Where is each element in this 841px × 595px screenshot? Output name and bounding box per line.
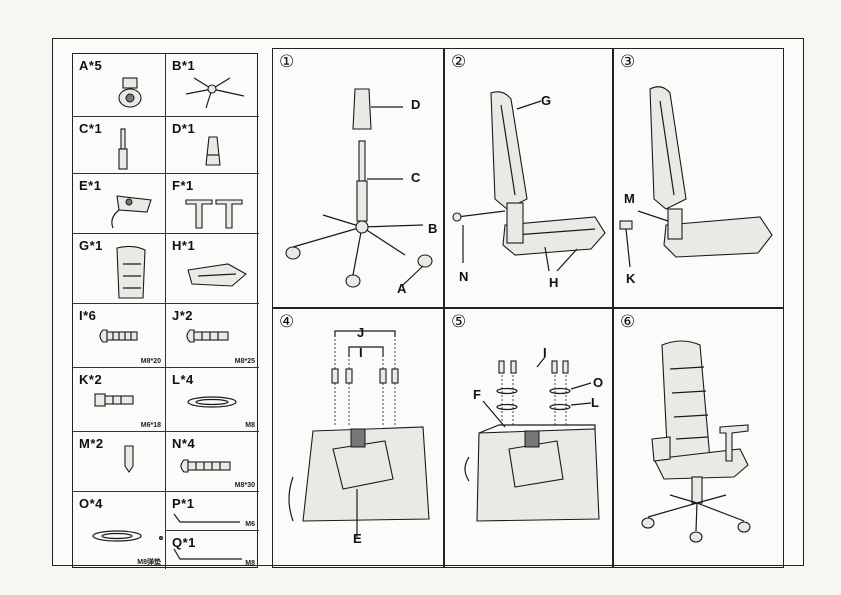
step-2-number: ② — [451, 52, 467, 72]
part-d-label: D*1 — [172, 121, 196, 136]
part-h-label: H*1 — [172, 238, 196, 253]
callout-o: O — [593, 375, 604, 390]
seat-icon — [187, 263, 247, 287]
mechanism-assembly-illustration — [288, 330, 430, 537]
part-a-label: A*5 — [79, 58, 103, 73]
callout-d: D — [411, 97, 421, 112]
allen-key-icon — [173, 513, 240, 523]
part-g: G*1 — [73, 234, 166, 304]
cover-cap-illustration — [619, 86, 773, 268]
callout-h: H — [549, 275, 559, 290]
callout-n: N — [459, 269, 469, 284]
callout-e: E — [353, 531, 362, 546]
callout-g: G — [541, 93, 552, 108]
part-m: M*2 — [73, 432, 166, 492]
part-c-label: C*1 — [79, 121, 103, 136]
callout-j: J — [357, 325, 365, 340]
step-4-number: ④ — [279, 312, 295, 332]
callout-i: I — [359, 345, 363, 360]
part-e-label: E*1 — [79, 178, 102, 193]
part-b-label: B*1 — [172, 58, 196, 73]
gas-lift-icon — [118, 128, 128, 170]
step-2-panel: ② G N H — [444, 48, 613, 308]
part-j: J*2 M8*25 — [166, 304, 259, 368]
part-p-spec: M6 — [245, 521, 255, 528]
lift-cover-icon — [205, 136, 221, 166]
tilt-mechanism-icon — [111, 195, 152, 229]
finished-chair-illustration — [641, 340, 751, 543]
flat-washer-icon — [187, 396, 237, 408]
parts-list: A*5 B*1 C*1 D*1 E*1 — [72, 53, 259, 569]
step-1-number: ① — [279, 52, 295, 72]
bolt-icon — [99, 329, 138, 343]
step-3-number: ③ — [620, 52, 636, 72]
part-e: E*1 — [73, 174, 166, 234]
base-assembly-illustration — [285, 88, 433, 288]
part-q-spec: M8 — [245, 560, 255, 567]
part-n-label: N*4 — [172, 436, 196, 451]
part-m-label: M*2 — [79, 436, 104, 451]
star-base-icon — [185, 77, 245, 109]
part-k-spec: M6*18 — [140, 422, 161, 429]
callout-k: K — [626, 271, 636, 286]
part-n: N*4 M8*30 — [166, 432, 259, 492]
part-g-label: G*1 — [79, 238, 103, 253]
part-i-spec: M8*20 — [140, 358, 161, 365]
armrest-assembly-illustration — [464, 356, 600, 522]
part-b: B*1 — [166, 54, 259, 117]
part-l: L*4 M8 — [166, 368, 259, 432]
spring-washer-icon — [92, 530, 163, 542]
backrest-icon — [116, 245, 146, 299]
hex-bolt-icon — [94, 393, 134, 407]
step-6-panel: ⑥ — [613, 308, 784, 568]
part-f-label: F*1 — [172, 178, 194, 193]
part-k-label: K*2 — [79, 372, 103, 387]
step-6-number: ⑥ — [620, 312, 636, 332]
part-o-spec: M8弹垫 — [137, 559, 161, 566]
callout-b: B — [428, 221, 438, 236]
part-l-spec: M8 — [245, 422, 255, 429]
step-3-panel: ③ M K — [613, 48, 784, 308]
part-f: F*1 — [166, 174, 259, 234]
part-j-spec: M8*25 — [234, 358, 255, 365]
callout-c: C — [411, 170, 421, 185]
allen-key-icon — [173, 548, 242, 560]
callout-i-step5: I — [543, 345, 547, 360]
part-p: P*1 M6 — [166, 492, 259, 531]
step-5-panel: ⑤ I O L F — [444, 308, 613, 568]
part-l-label: L*4 — [172, 372, 194, 387]
part-k: K*2 M6*18 — [73, 368, 166, 432]
callout-a: A — [397, 281, 407, 296]
callout-l: L — [591, 395, 599, 410]
part-p-label: P*1 — [172, 496, 195, 511]
bolt-icon — [186, 329, 229, 343]
part-q: Q*1 M8 — [166, 531, 259, 569]
caster-wheel-icon — [118, 77, 142, 108]
armrest-pair-icon — [185, 199, 243, 229]
callout-f: F — [473, 387, 481, 402]
step-4-panel: ④ J I E — [272, 308, 444, 568]
part-i-label: I*6 — [79, 308, 97, 323]
part-d: D*1 — [166, 117, 259, 174]
backrest-seat-illustration — [452, 91, 606, 272]
step-5-number: ⑤ — [451, 312, 467, 332]
step-1-panel: ① D C B A — [272, 48, 444, 308]
part-n-spec: M8*30 — [234, 482, 255, 489]
callout-m: M — [624, 191, 635, 206]
part-o-label: O*4 — [79, 496, 103, 511]
part-q-label: Q*1 — [172, 535, 196, 550]
part-h: H*1 — [166, 234, 259, 304]
part-a: A*5 — [73, 54, 166, 117]
bolt-icon — [180, 459, 231, 473]
part-o: O*4 M8弹垫 — [73, 492, 166, 569]
part-c: C*1 — [73, 117, 166, 174]
part-j-label: J*2 — [172, 308, 194, 323]
part-i: I*6 M8*20 — [73, 304, 166, 368]
cover-cap-icon — [124, 445, 134, 473]
